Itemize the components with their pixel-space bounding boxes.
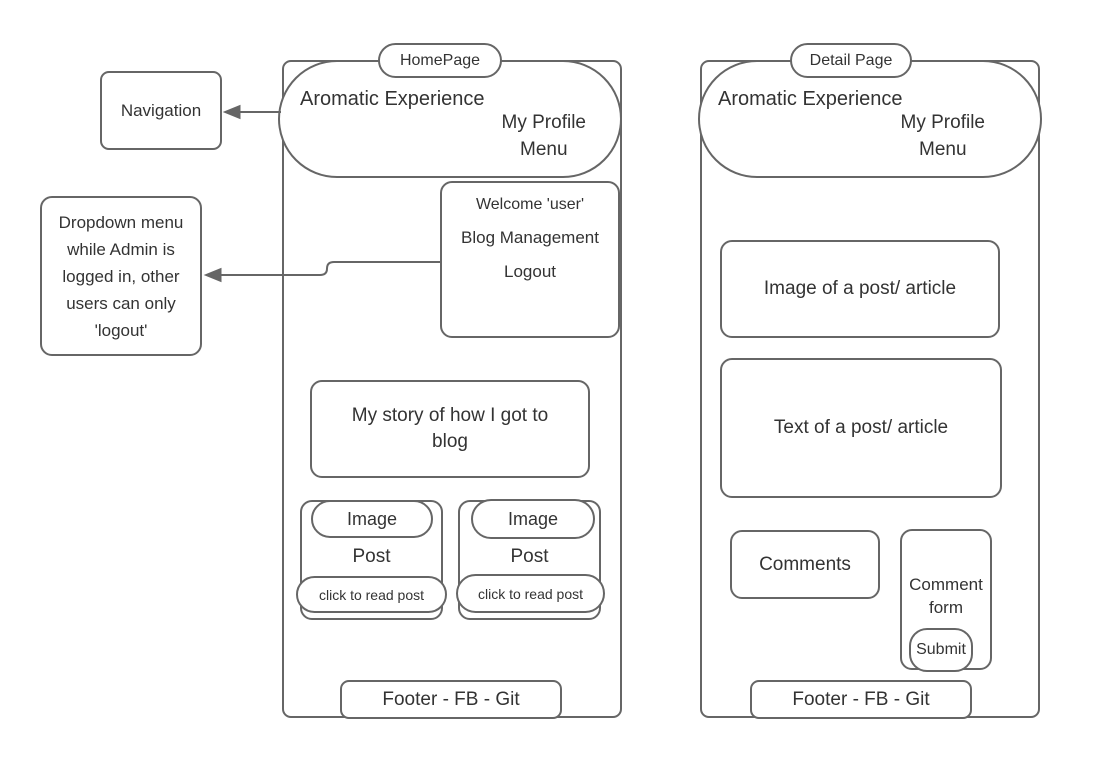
comment-form-label: Comment form [909,575,983,617]
homepage-tag[interactable]: HomePage [378,43,502,78]
homepage-story-box[interactable]: My story of how I got to blog [310,380,590,478]
post-card[interactable]: Image Post click to read post [296,500,447,620]
detail-comments-box[interactable]: Comments [730,530,880,599]
post-image-label: Image [346,508,398,529]
navigation-annotation-node[interactable]: Navigation [100,71,222,150]
homepage-header[interactable]: Aromatic Experience My Profile Menu [278,60,622,178]
detailpage-profile-menu-label: My Profile Menu [901,109,985,163]
dropdown-item-blog-management[interactable]: Blog Management [461,228,599,247]
detail-image-box[interactable]: Image of a post/ article [720,240,1000,338]
homepage-footer-label: Footer - FB - Git [382,688,520,710]
comment-submit-label: Submit [916,641,966,658]
homepage-menu-line: Menu [520,139,568,160]
detailpage-footer[interactable]: Footer - FB - Git [750,680,972,719]
post-image-label: Image [507,508,559,529]
detailpage-header[interactable]: Aromatic Experience My Profile Menu [698,60,1042,178]
homepage-profile-dropdown[interactable]: Welcome 'user' Blog Management Logout [440,181,620,338]
detailpage-brand-title: Aromatic Experience [718,88,903,110]
arrow-header-to-navigation[interactable] [222,104,281,120]
homepage-profile-line: My Profile [501,112,586,133]
detail-comment-form[interactable]: Comment form Submit [900,529,992,672]
dropdown-item-welcome: Welcome 'user' [475,196,585,213]
post-title: Post [352,546,391,567]
dropdown-note-label: Dropdown menu while Admin is logged in, … [58,212,184,340]
detail-text-label: Text of a post/ article [773,417,949,438]
detailpage-footer-label: Footer - FB - Git [792,688,930,710]
post-image-placeholder[interactable]: Image [311,500,433,538]
post-title: Post [510,546,549,567]
post-image-placeholder[interactable]: Image [471,499,595,539]
dropdown-note-node[interactable]: Dropdown menu while Admin is logged in, … [40,196,202,356]
navigation-annotation-label: Navigation [120,101,202,120]
homepage-profile-menu-label: My Profile Menu [502,109,586,163]
homepage-brand-title: Aromatic Experience [300,88,485,110]
dropdown-item-logout[interactable]: Logout [504,262,556,281]
detail-text-box[interactable]: Text of a post/ article [720,358,1002,498]
detailpage-tag-label: Detail Page [809,51,893,69]
post-read-label: click to read post [477,585,584,602]
homepage-footer[interactable]: Footer - FB - Git [340,680,562,719]
homepage-story-label: My story of how I got to blog [351,405,549,452]
detailpage-tag[interactable]: Detail Page [790,43,912,78]
post-read-label: click to read post [318,586,425,603]
detail-image-label: Image of a post/ article [763,278,957,299]
comment-submit-button[interactable]: Submit [909,628,973,672]
post-read-button[interactable]: click to read post [296,576,447,613]
homepage-tag-label: HomePage [399,51,481,69]
detailpage-profile-line: My Profile [900,112,985,133]
post-read-button[interactable]: click to read post [456,574,605,613]
detail-comments-label: Comments [759,553,851,575]
post-card[interactable]: Image Post click to read post [456,499,605,620]
detailpage-menu-line: Menu [919,139,967,160]
